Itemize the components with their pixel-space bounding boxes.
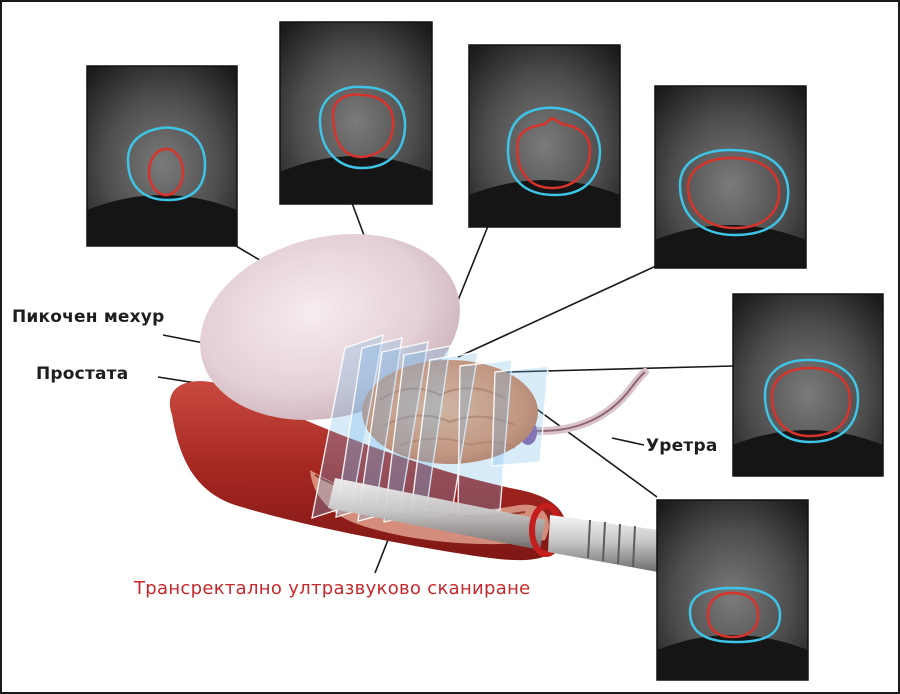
ultrasound-panel-2 — [279, 21, 433, 205]
scan-planes — [311, 333, 549, 523]
ultrasound-panel-4 — [654, 85, 807, 269]
label-prostate: Простата — [36, 364, 129, 384]
label-urethra: Уретра — [646, 436, 718, 456]
label-caption: Трансректално ултразвуково сканиране — [134, 578, 531, 599]
leader-line-panel-4 — [457, 265, 657, 358]
ultrasound-panel-1 — [86, 65, 238, 247]
ultrasound-panel-6 — [656, 499, 809, 681]
leader-line-urethra — [611, 437, 645, 446]
ultrasound-panel-5 — [732, 293, 884, 477]
label-bladder: Пикочен мехур — [12, 307, 165, 327]
leader-line-panel-5 — [469, 365, 734, 374]
ultrasound-panel-3 — [468, 44, 621, 228]
ultrasound-probe — [328, 478, 658, 572]
